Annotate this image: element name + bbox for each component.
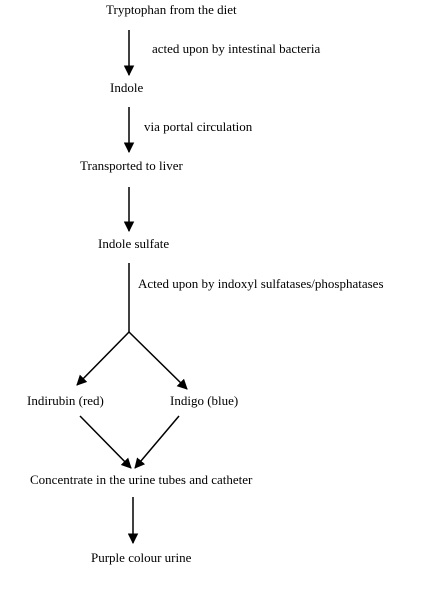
node-transported-to-liver: Transported to liver — [80, 158, 183, 173]
arrow-to-indirubin — [76, 331, 130, 386]
node-indigo: Indigo (blue) — [170, 393, 239, 408]
edge-label-sulfatases: Acted upon by indoxyl sulfatases/phospha… — [138, 276, 384, 291]
edge-label-bacteria: acted upon by intestinal bacteria — [152, 41, 321, 56]
arrow-to-indigo — [128, 331, 188, 390]
node-tryptophan: Tryptophan from the diet — [106, 2, 237, 17]
node-concentrate: Concentrate in the urine tubes and cathe… — [30, 472, 253, 487]
node-indole: Indole — [110, 80, 144, 95]
edge-label-portal: via portal circulation — [144, 119, 253, 134]
node-purple-urine: Purple colour urine — [91, 550, 192, 565]
node-indirubin: Indirubin (red) — [27, 393, 104, 408]
arrow-indigo-to-concentrate — [134, 415, 180, 469]
arrow-indirubin-to-concentrate — [79, 415, 132, 469]
node-indole-sulfate: Indole sulfate — [98, 236, 170, 251]
